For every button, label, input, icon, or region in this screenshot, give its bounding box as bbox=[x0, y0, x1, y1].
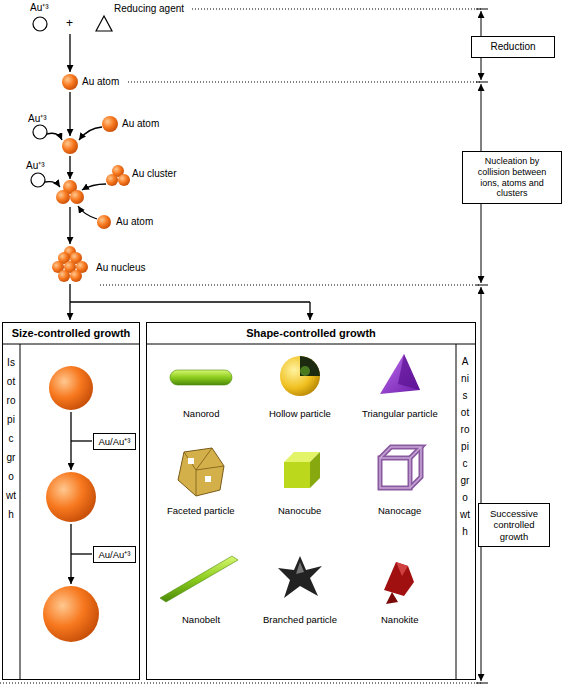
nanoshapes bbox=[160, 354, 421, 604]
plus-sign: + bbox=[66, 16, 73, 30]
shape-label: Nanobelt bbox=[182, 614, 220, 625]
panel-heading: Size-controlled growth bbox=[3, 327, 139, 340]
precursor-box: Au/Au⁺³ bbox=[93, 433, 136, 450]
vertical-label: Isotropic growth bbox=[6, 353, 16, 524]
reactants bbox=[33, 16, 112, 31]
reagent-label: Reducing agent bbox=[114, 3, 184, 15]
box-text: Reduction bbox=[490, 41, 535, 52]
shape-label: Hollow particle bbox=[269, 408, 331, 419]
species-label: Au nucleus bbox=[96, 262, 145, 274]
stage-box: Nucleation by collision between ions, at… bbox=[462, 151, 562, 204]
shape-label: Nanokite bbox=[381, 614, 419, 625]
box-text: Successive controlled growth bbox=[490, 508, 538, 542]
shape-label: Nanocube bbox=[278, 505, 321, 516]
flow-arrows bbox=[45, 34, 310, 320]
isotropic-growth bbox=[43, 366, 99, 642]
shape-label: Faceted particle bbox=[167, 505, 235, 516]
panel-dividers bbox=[2, 344, 476, 680]
species-label: Au atom bbox=[82, 76, 119, 88]
ion-label: Au⁺³ bbox=[30, 2, 49, 14]
stage-bracket bbox=[476, 9, 488, 683]
growth-panel: Shape-controlled growthAnisotropic growt… bbox=[146, 322, 476, 680]
box-text: Nucleation by collision between ions, at… bbox=[478, 156, 547, 198]
vertical-label: Anisotropic growth bbox=[460, 353, 470, 540]
shape-label: Triangular particle bbox=[362, 408, 438, 419]
box-text: Au/Au⁺³ bbox=[98, 549, 130, 560]
gold-atoms bbox=[31, 74, 130, 282]
box-text: Au/Au⁺³ bbox=[98, 436, 130, 447]
shape-label: Nanorod bbox=[183, 408, 219, 419]
precursor-box: Au/Au⁺³ bbox=[93, 546, 136, 563]
dotted-guides bbox=[0, 9, 481, 683]
species-label: Au cluster bbox=[132, 168, 176, 180]
stage-box: Successive controlled growth bbox=[478, 503, 550, 547]
shape-label: Branched particle bbox=[263, 614, 337, 625]
ion-label: Au⁺³ bbox=[28, 113, 47, 125]
panel-heading: Shape-controlled growth bbox=[147, 327, 475, 340]
species-label: Au atom bbox=[116, 216, 153, 228]
ion-label: Au⁺³ bbox=[26, 160, 45, 172]
species-label: Au atom bbox=[122, 118, 159, 130]
stage-box: Reduction bbox=[471, 36, 555, 58]
growth-panel: Size-controlled growthIsotropic growthAu… bbox=[2, 322, 140, 680]
shape-label: Nanocage bbox=[378, 505, 421, 516]
